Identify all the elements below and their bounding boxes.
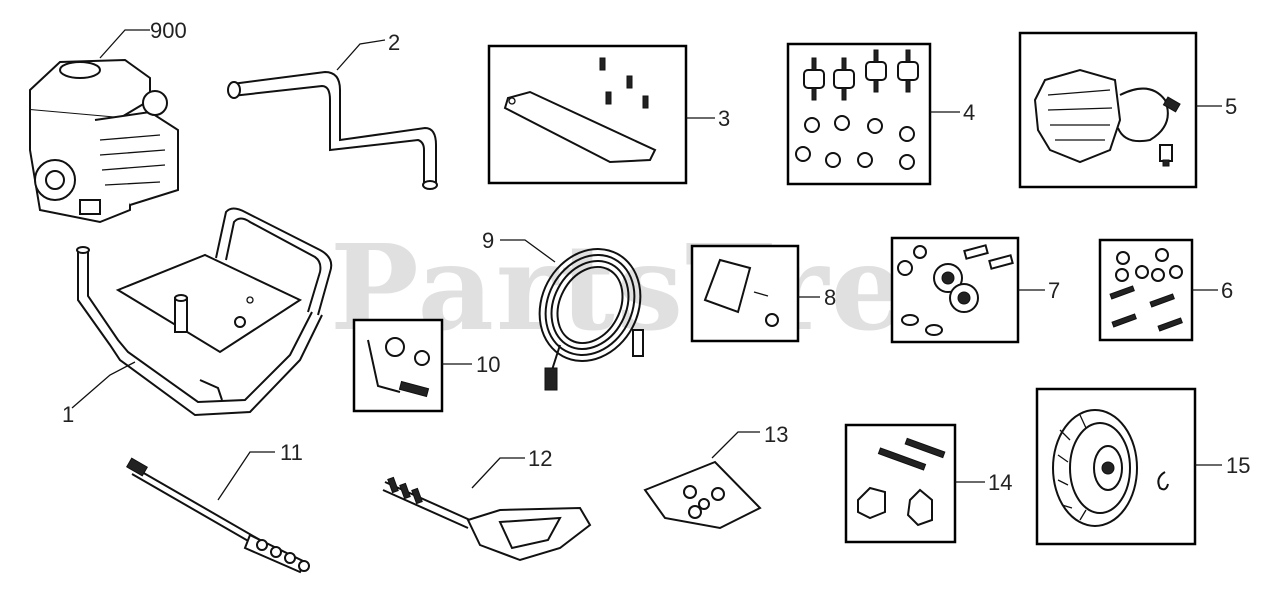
callout-12[interactable]: 12 — [528, 446, 553, 471]
kit-box-8[interactable] — [690, 244, 800, 343]
frame-icon[interactable] — [76, 207, 333, 417]
callout-9[interactable]: 9 — [482, 228, 495, 253]
callout-6[interactable]: 6 — [1221, 278, 1234, 303]
kit-14-parts — [857, 437, 946, 527]
hose-icon[interactable] — [520, 231, 659, 391]
callout-10[interactable]: 10 — [476, 352, 501, 377]
callout-1[interactable]: 1 — [62, 402, 75, 427]
callout-4[interactable]: 4 — [963, 100, 976, 125]
callout-3[interactable]: 3 — [718, 106, 731, 131]
engine-icon[interactable] — [29, 58, 179, 224]
kit-4-parts — [795, 49, 919, 170]
callout-11[interactable]: 11 — [280, 440, 303, 465]
kit-10-parts — [367, 337, 430, 398]
kit-8-parts — [703, 258, 779, 327]
callout-14[interactable]: 14 — [988, 470, 1013, 495]
kit-7-parts — [897, 244, 1014, 336]
callout-7[interactable]: 7 — [1048, 278, 1061, 303]
spray-gun-icon[interactable] — [382, 476, 592, 562]
callout-15[interactable]: 15 — [1226, 453, 1251, 478]
pump-icon — [1033, 68, 1181, 167]
kit-box-10[interactable] — [352, 318, 444, 413]
handle-icon[interactable] — [227, 70, 438, 190]
kit-13-parts — [643, 460, 762, 530]
leader-lines — [71, 29, 1222, 501]
lance-icon[interactable] — [126, 457, 310, 574]
kit-3-parts — [503, 57, 657, 164]
callout-5[interactable]: 5 — [1225, 94, 1238, 119]
wheel-icon — [1052, 409, 1169, 527]
callout-900[interactable]: 900 — [150, 18, 187, 43]
callout-2[interactable]: 2 — [388, 30, 401, 55]
callout-8[interactable]: 8 — [824, 285, 837, 310]
kit-6-parts — [1109, 248, 1183, 332]
callout-13[interactable]: 13 — [764, 422, 789, 447]
kit-box-14[interactable] — [844, 423, 957, 544]
